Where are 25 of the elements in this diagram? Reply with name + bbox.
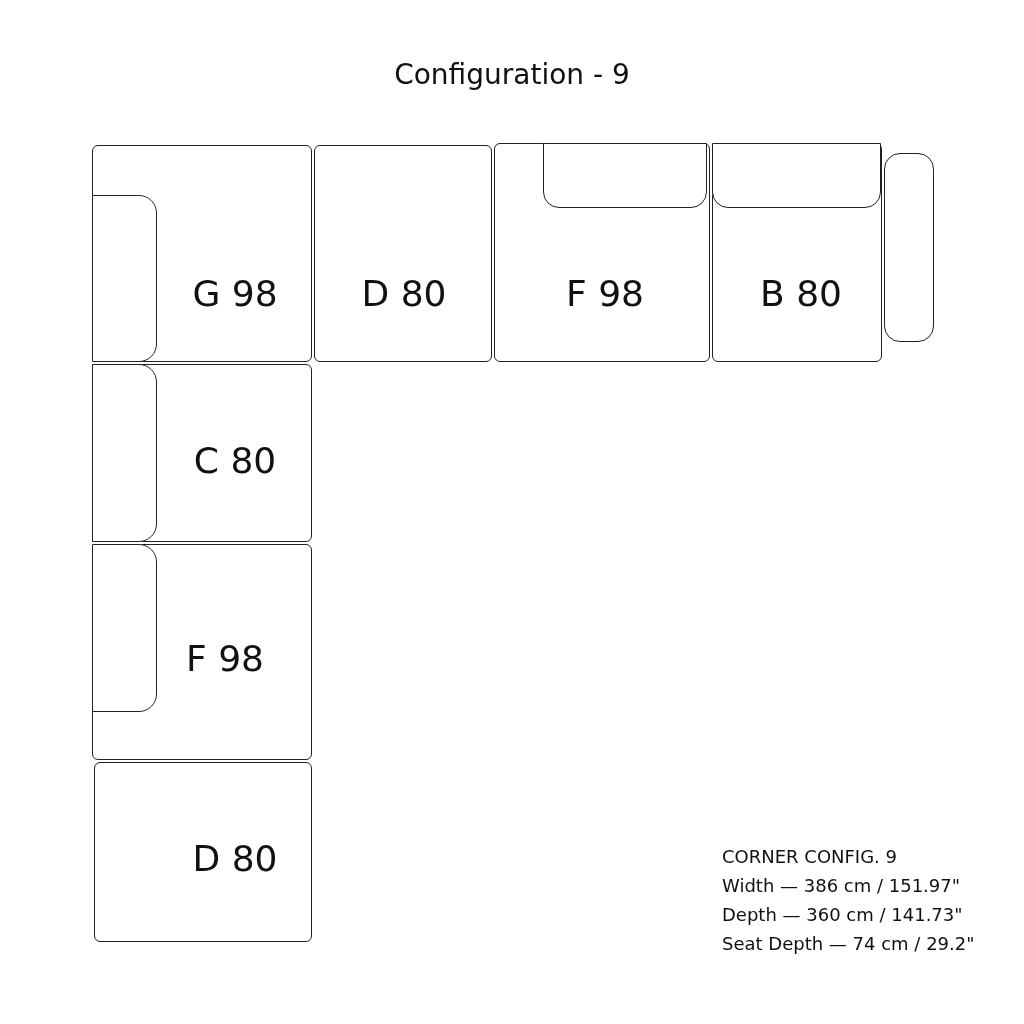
armrest (92, 364, 157, 542)
back-cushion (543, 143, 707, 208)
sofa-module (712, 143, 882, 362)
module-label: F 98 (186, 637, 264, 679)
diagram-title: Configuration - 9 (393, 58, 631, 91)
module-label: D 80 (361, 272, 447, 314)
spec-line: Seat Depth — 74 cm / 29.2" (722, 933, 975, 954)
spec-line: Depth — 360 cm / 141.73" (722, 904, 963, 925)
back-cushion (712, 143, 881, 208)
spec-line: Width — 386 cm / 151.97" (722, 875, 961, 896)
armrest (92, 544, 157, 712)
module-label: F 98 (566, 272, 644, 314)
spec-heading: CORNER CONFIG. 9 (722, 846, 898, 867)
sofa-module (494, 143, 710, 362)
sofa-module (92, 145, 312, 362)
module-label: B 80 (760, 272, 842, 314)
sofa-module (94, 762, 312, 942)
sofa-module (92, 544, 312, 760)
module-label: D 80 (192, 837, 278, 879)
sofa-module (314, 145, 492, 362)
sofa-module (92, 364, 312, 542)
armrest (92, 195, 157, 362)
module-label: G 98 (192, 272, 278, 314)
module-label: C 80 (193, 439, 277, 481)
armrest (884, 153, 934, 342)
